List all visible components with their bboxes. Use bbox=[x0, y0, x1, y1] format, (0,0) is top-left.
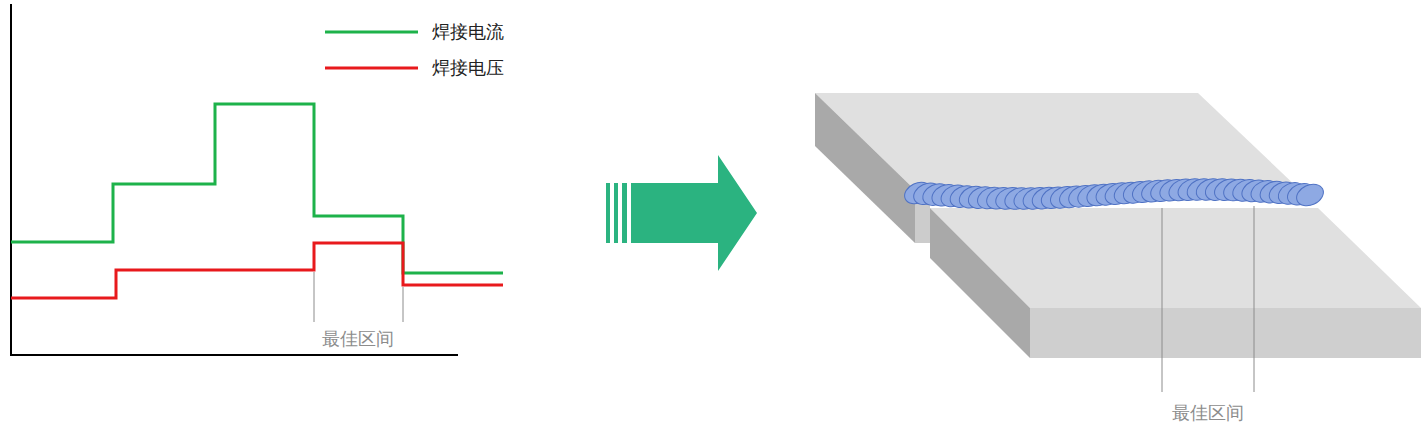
y-axis bbox=[10, 4, 12, 356]
leader-line bbox=[314, 272, 315, 322]
legend-text: 焊接电流 bbox=[432, 21, 504, 43]
weld-bead bbox=[901, 175, 1327, 214]
transition-arrow bbox=[606, 155, 757, 271]
range-label: 最佳区间 bbox=[1172, 402, 1244, 424]
legend-sample bbox=[325, 67, 418, 70]
leader-line bbox=[1254, 206, 1255, 392]
legend-text: 焊接电压 bbox=[432, 57, 504, 79]
range-label: 最佳区间 bbox=[322, 328, 394, 350]
legend-sample bbox=[325, 31, 418, 34]
weld-ripple bbox=[1293, 180, 1327, 210]
leader-line bbox=[403, 287, 404, 322]
voltage-curve bbox=[11, 243, 503, 298]
x-axis bbox=[10, 354, 458, 356]
lower-plate bbox=[930, 208, 1421, 358]
leader-line bbox=[1162, 208, 1163, 392]
current-curve bbox=[11, 104, 503, 273]
